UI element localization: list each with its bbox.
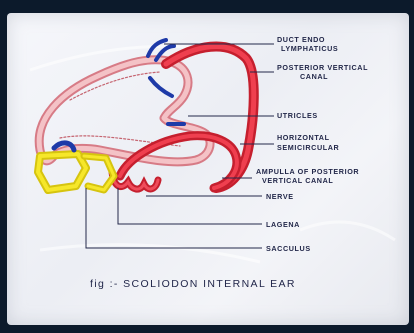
label-horizontal-canal-line2: SEMICIRCULAR [277, 143, 340, 152]
label-posterior-canal-line1: POSTERIOR VERTICAL [277, 63, 368, 72]
label-lagena: LAGENA [266, 220, 300, 229]
label-sacculus: SACCULUS [266, 244, 311, 253]
label-ampulla-line2: VERTICAL CANAL [262, 176, 333, 185]
label-ductus-line1: DUCT ENDO [277, 35, 325, 44]
utricle-shape [39, 60, 210, 162]
figure-caption: fig :- SCOLIODON INTERNAL EAR [90, 278, 296, 290]
label-ductus-line2: LYMPHATICUS [281, 44, 338, 53]
label-nerve: NERVE [266, 192, 294, 201]
label-utricle: UTRICLES [277, 111, 318, 120]
label-posterior-canal-line2: CANAL [300, 72, 328, 81]
label-horizontal-canal-line1: HORIZONTAL [277, 133, 330, 142]
label-ampulla-line1: AMPULLA OF POSTERIOR [256, 167, 359, 176]
